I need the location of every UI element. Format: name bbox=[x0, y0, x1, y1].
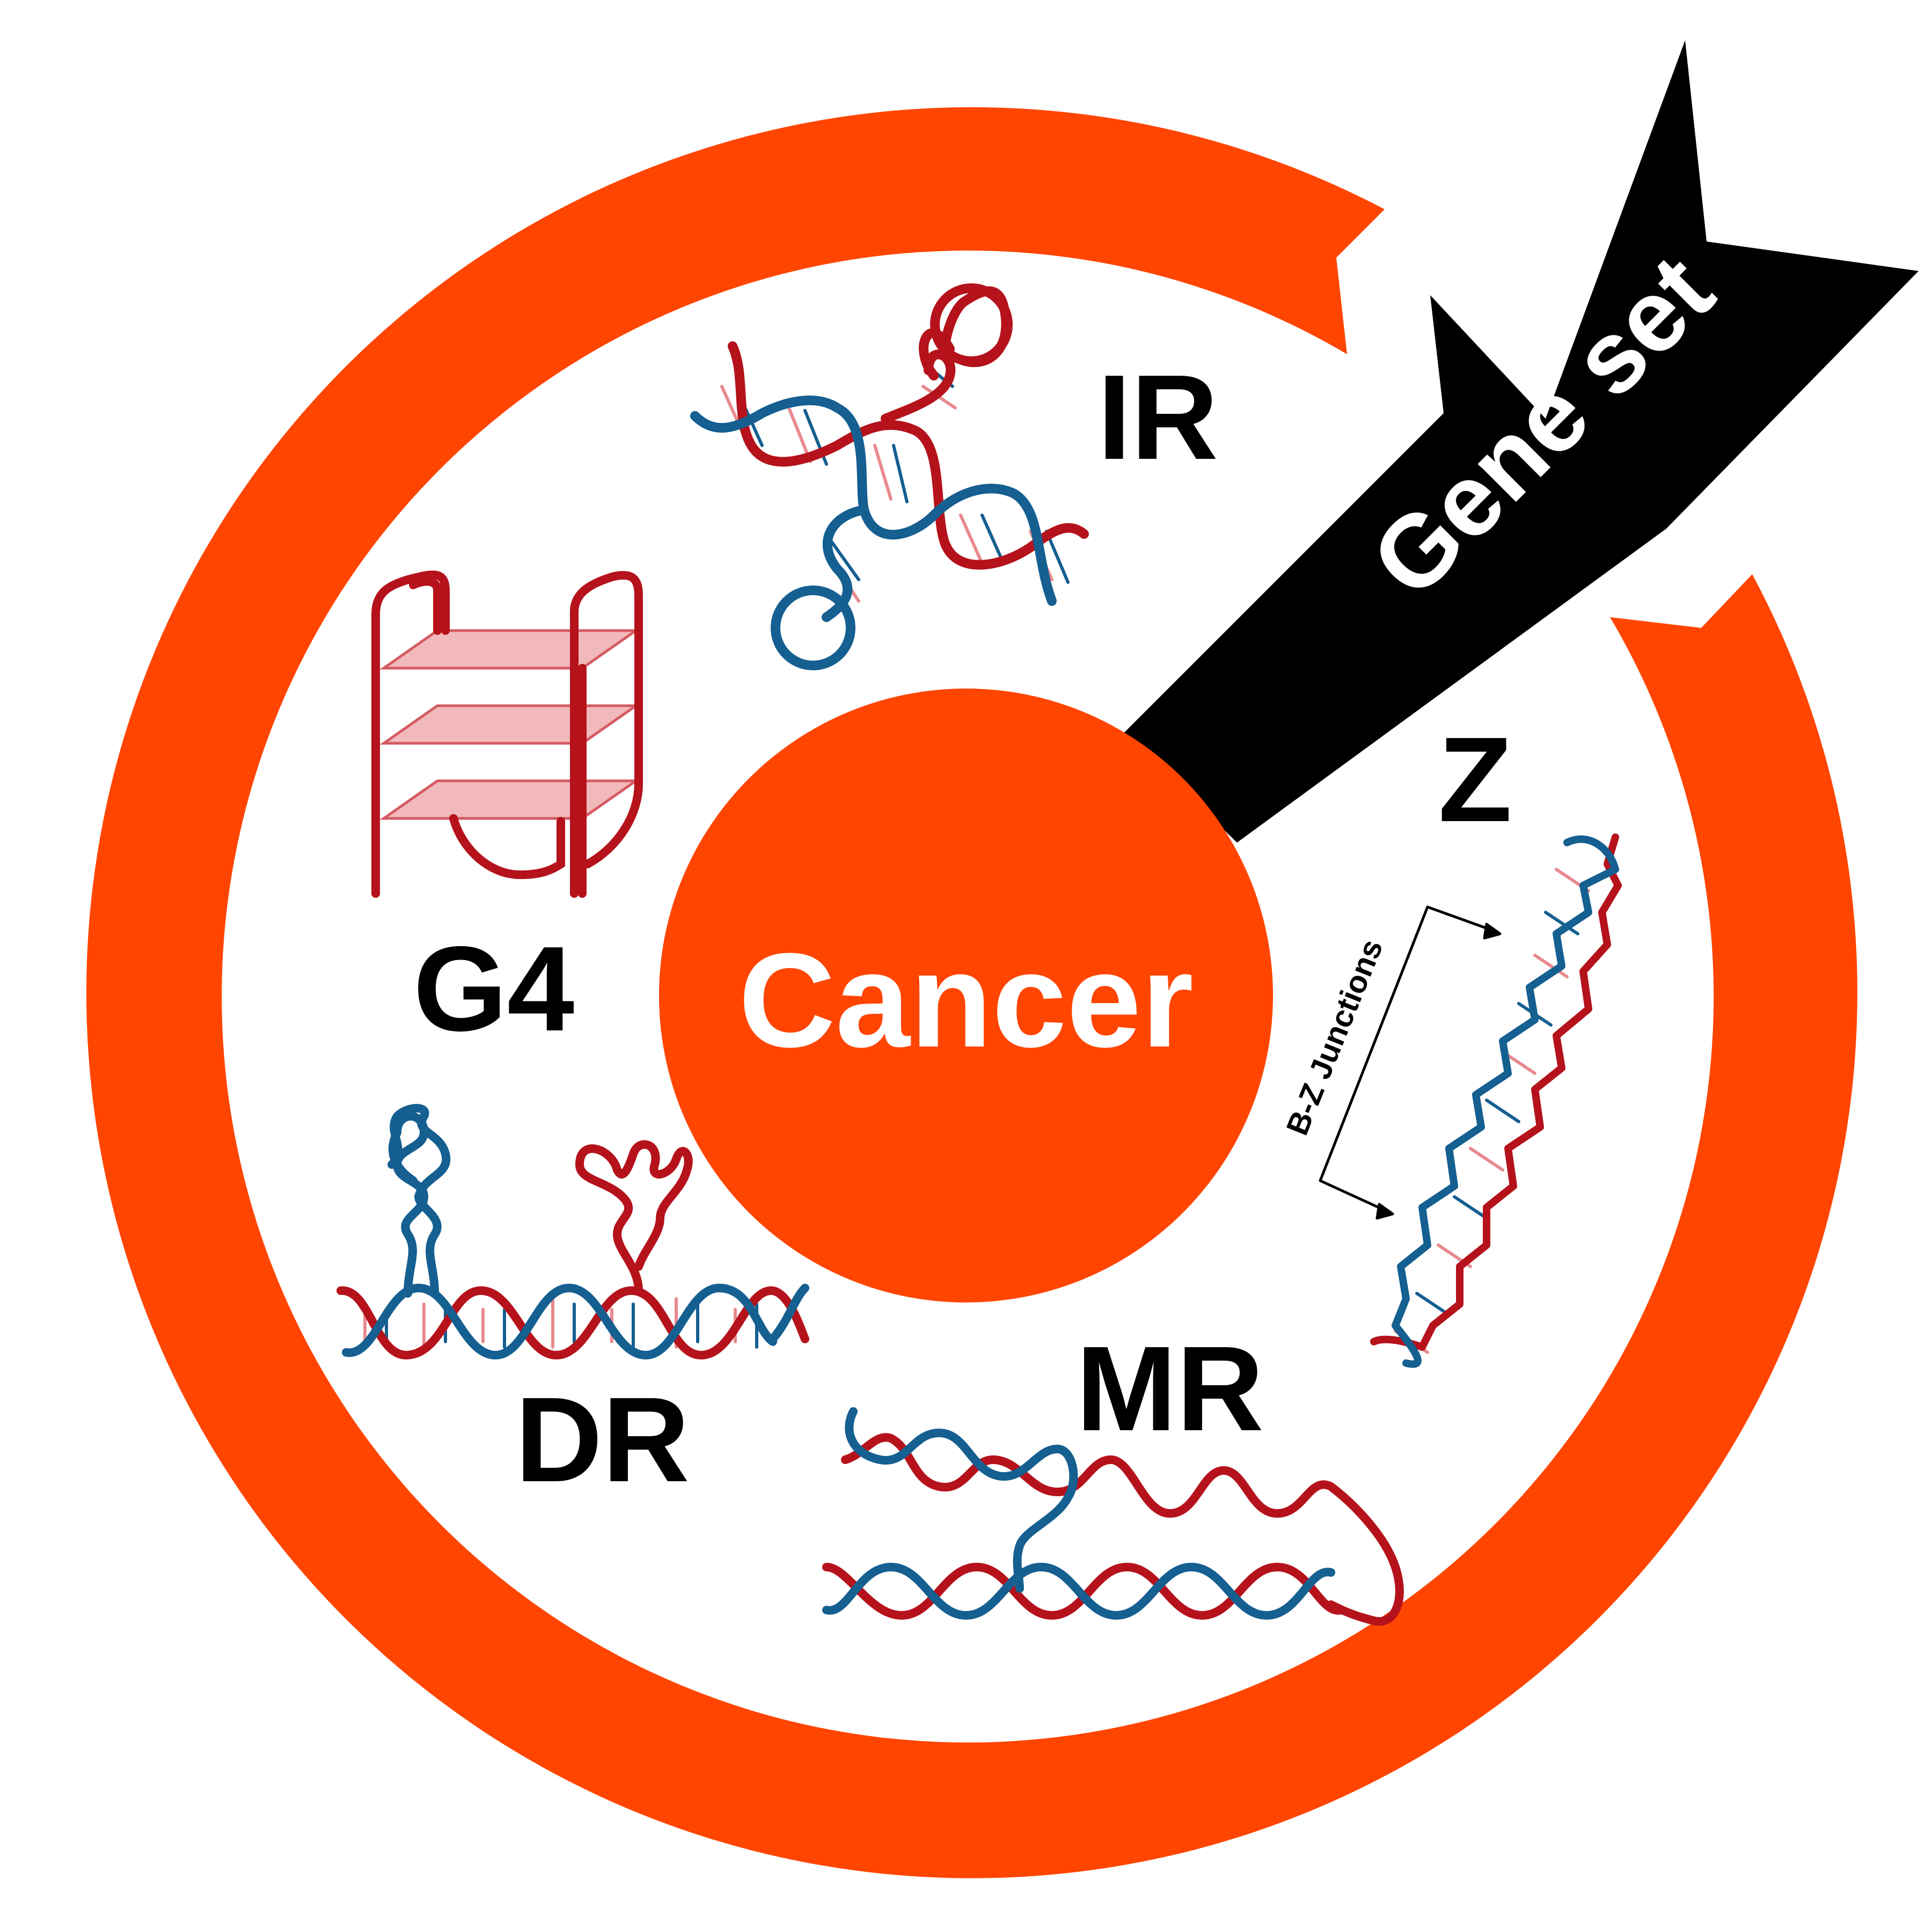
g4-tetrad-3 bbox=[379, 779, 640, 820]
center-circle: Cancer bbox=[659, 689, 1273, 1302]
z-bracket-arrow-bottom bbox=[1375, 1203, 1394, 1220]
z-bracket-arrow-top bbox=[1483, 923, 1502, 940]
g4-quadruplex-illustration bbox=[371, 570, 643, 898]
mr-blue-lower-strand bbox=[822, 1562, 1335, 1620]
g4-strand-left bbox=[371, 570, 450, 898]
ir-red-strand bbox=[728, 341, 1089, 570]
g4-loop-bottom bbox=[449, 814, 565, 880]
g4-tetrad-1 bbox=[379, 629, 640, 670]
z-junction-bracket bbox=[1319, 905, 1502, 1220]
dr-blue-hairpin bbox=[387, 1104, 451, 1298]
dr-red-hairpin bbox=[575, 1140, 693, 1295]
ir-base-pairs bbox=[720, 363, 1070, 603]
dr-blue-strand bbox=[342, 1283, 809, 1360]
g4-tetrad-plates bbox=[379, 629, 640, 820]
ir-blue-hairpin-loop bbox=[771, 586, 855, 670]
z-blue-strand bbox=[1392, 835, 1619, 1368]
mr-red-upper-strand bbox=[841, 1433, 1404, 1626]
g4-strand-left-inner bbox=[409, 577, 442, 635]
arrow-shaft bbox=[1124, 408, 1567, 835]
z-red-strand bbox=[1370, 833, 1622, 1351]
mr-mirror-repeat-illustration bbox=[822, 1407, 1404, 1626]
g4-label: G4 bbox=[413, 921, 574, 1056]
g4-strand-right bbox=[570, 570, 643, 898]
dr-direct-repeat-illustration bbox=[336, 1104, 809, 1360]
center-label: Cancer bbox=[738, 925, 1194, 1075]
z-dna-illustration: B-Z Junctions bbox=[1279, 833, 1622, 1368]
mr-red-lower-strand bbox=[822, 1562, 1346, 1620]
ir-red-hairpin-loop bbox=[930, 283, 1013, 366]
mr-blue-upper-strand bbox=[845, 1407, 1078, 1593]
ir-cruciform-illustration bbox=[690, 283, 1089, 670]
z-annotation: B-Z Junctions bbox=[1279, 934, 1389, 1140]
g4-tetrad-2 bbox=[379, 704, 640, 745]
center-disc bbox=[659, 689, 1273, 1302]
z-label: Z bbox=[1438, 712, 1512, 847]
dr-label: DR bbox=[515, 1372, 690, 1507]
ir-label: IR bbox=[1097, 349, 1218, 485]
mr-label: MR bbox=[1076, 1321, 1264, 1456]
